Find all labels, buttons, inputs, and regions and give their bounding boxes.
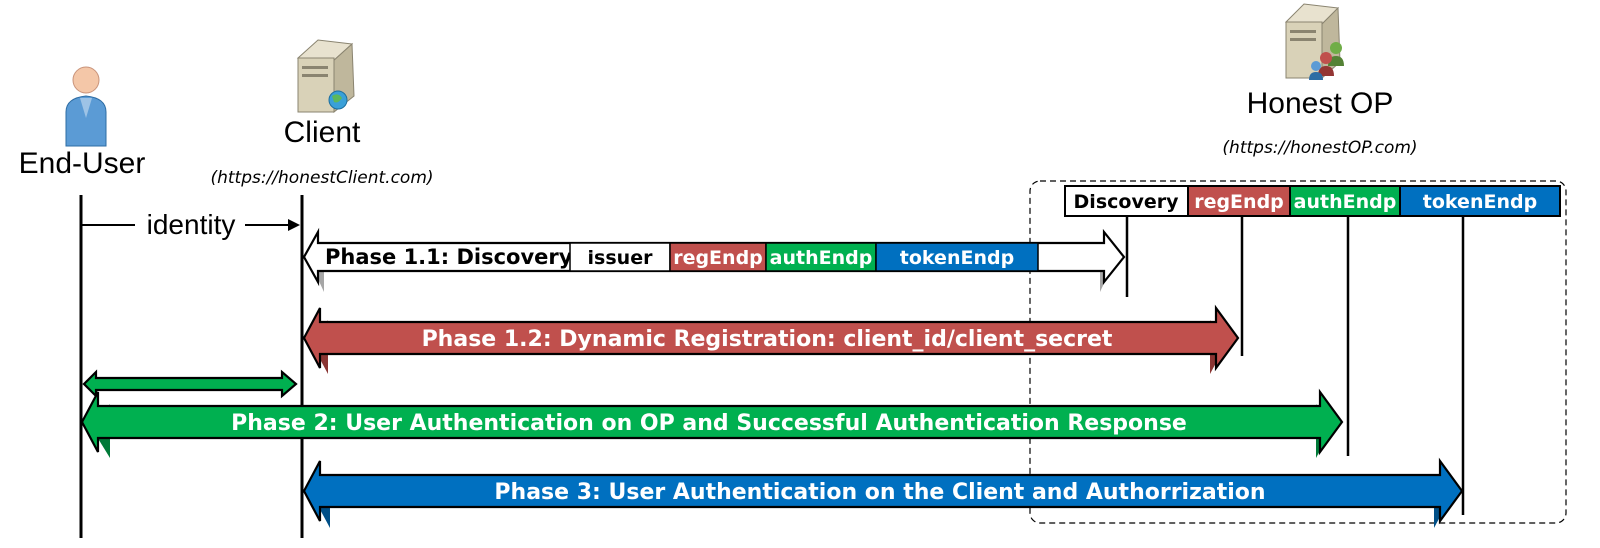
op-endpoint-token <box>1399 185 1561 217</box>
op-endpoint-discovery-label: Discovery <box>1074 191 1180 213</box>
op-endpoint-auth <box>1289 185 1401 217</box>
phase-1-1-label: Phase 1.1: Discovery <box>325 245 573 269</box>
end-user-label: End-User <box>19 147 146 180</box>
phase-3-arrow <box>302 457 1464 528</box>
p11-field-issuer <box>569 242 671 272</box>
phase-2-arrow <box>80 388 1344 458</box>
phase-3-label: Phase 3: User Authentication on the Clie… <box>494 480 1265 505</box>
phase-1-2-label: Phase 1.2: Dynamic Registration: client_… <box>422 327 1113 352</box>
p11-field-token-label: tokenEndp <box>900 247 1014 269</box>
op-endpoint-reg-label: regEndp <box>1194 191 1284 213</box>
op-endpoint-discovery <box>1064 185 1189 217</box>
op-endpoint-reg <box>1187 185 1291 217</box>
p11-field-reg-label: regEndp <box>673 247 763 269</box>
op-url: (https://honestOP.com) <box>1222 138 1417 158</box>
op-endpoints: Discovery regEndp authEndp tokenEndp <box>1064 185 1561 217</box>
phase-1-2-arrow <box>302 304 1240 374</box>
phase-2-small-arrow <box>82 369 298 399</box>
phase-2-label: Phase 2: User Authentication on OP and S… <box>231 411 1187 436</box>
op-server-icon <box>1284 3 1344 80</box>
p11-field-auth-label: authEndp <box>770 247 873 269</box>
client-url: (https://honestClient.com) <box>210 168 433 188</box>
op-label: Honest OP <box>1247 87 1394 120</box>
op-endpoint-auth-label: authEndp <box>1294 191 1397 213</box>
op-endpoint-token-label: tokenEndp <box>1423 191 1537 213</box>
identity-arrow <box>81 219 300 231</box>
identity-label: identity <box>147 209 236 240</box>
client-server-icon <box>296 39 355 114</box>
p11-field-issuer-label: issuer <box>588 247 654 269</box>
user-icon <box>65 66 107 147</box>
client-label: Client <box>284 116 361 149</box>
phase-1-1-fields: issuer regEndp authEndp tokenEndp <box>569 242 1039 272</box>
p11-field-token <box>875 242 1039 272</box>
